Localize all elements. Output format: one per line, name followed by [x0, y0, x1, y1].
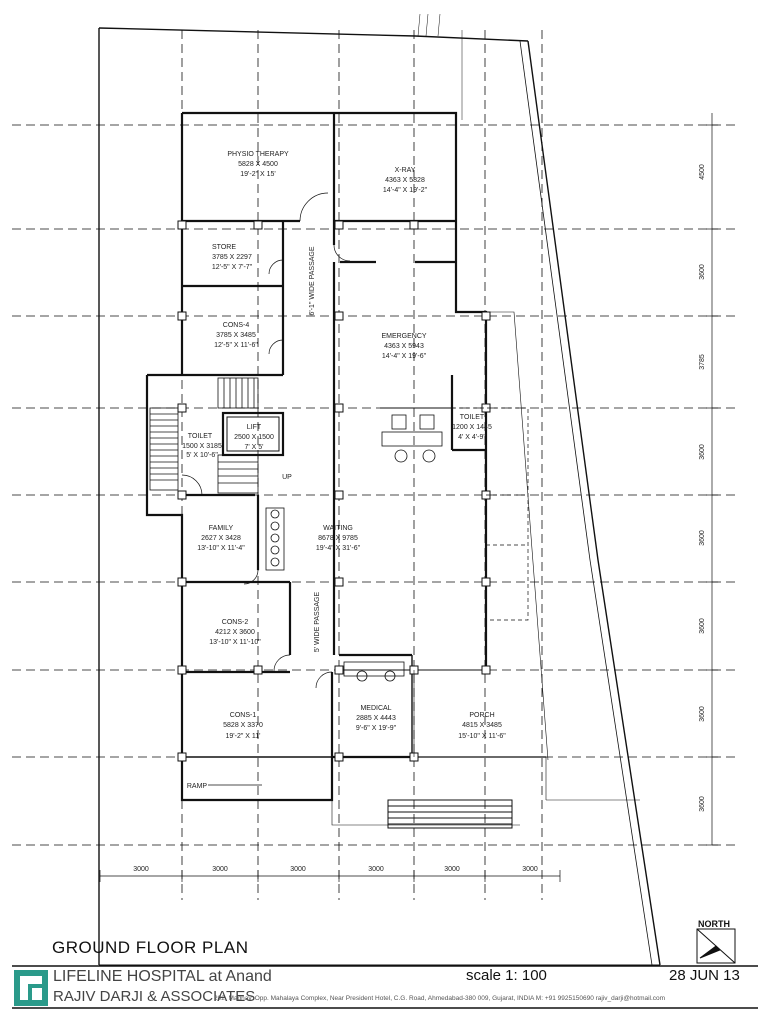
architect-address: 202, Madhav, Opp. Mahalaya Complex, Near… [214, 995, 666, 1002]
room-physio-therapy: PHYSIO THERAPY 5828 X 4500 19'-2" X 15' [227, 151, 289, 178]
room-xray: X-RAY 4363 X 5828 14'-4" X 19'-2" [383, 167, 428, 194]
svg-text:CONS-1: CONS-1 [230, 712, 257, 719]
room-waiting: WAITING 8678 X 9785 19'-4" X 31'-6" [316, 525, 361, 552]
ramp-label: RAMP [187, 783, 208, 790]
drawing-date: 28 JUN 13 [669, 967, 740, 984]
svg-text:2885 X 4443: 2885 X 4443 [356, 715, 396, 722]
room-store: STORE 3785 X 2297 12'-5" X 7'-7" [212, 244, 253, 271]
porch-outline [452, 407, 529, 621]
north-label: NORTH [698, 919, 730, 929]
svg-text:1500 X 3185: 1500 X 3185 [182, 443, 222, 450]
svg-text:5828 X 4500: 5828 X 4500 [238, 161, 278, 168]
room-family: FAMILY 2627 X 3428 13'-10" X 11'-4" [197, 525, 245, 552]
dim-h-5: 3000 [444, 866, 460, 873]
entrance-steps [387, 799, 513, 829]
svg-text:WAITING: WAITING [323, 525, 353, 532]
room-medical: MEDICAL 2885 X 4443 9'-6" X 19'-9" [356, 705, 397, 732]
svg-text:4363 X 5828: 4363 X 5828 [385, 177, 425, 184]
up-label: UP [282, 474, 292, 481]
svg-text:15'-10" X 11'-6": 15'-10" X 11'-6" [458, 733, 506, 740]
porch-boundary [331, 311, 640, 826]
room-cons-4: CONS-4 3785 X 3485 12'-5" X 11'-6" [214, 322, 258, 349]
svg-text:4363 X 5943: 4363 X 5943 [384, 343, 424, 350]
dim-v-7: 3600 [699, 706, 706, 722]
drawing-scale: scale 1: 100 [466, 967, 547, 984]
svg-text:CONS-2: CONS-2 [222, 619, 249, 626]
horizontal-dimension-labels: 3000 3000 3000 3000 3000 3000 [133, 866, 538, 873]
svg-text:14'-4" X 19'-6": 14'-4" X 19'-6" [382, 353, 427, 360]
svg-text:2500 X 1500: 2500 X 1500 [234, 434, 274, 441]
architect-logo-icon [14, 970, 48, 1006]
project-name: LIFELINE HOSPITAL at Anand [53, 968, 272, 985]
svg-text:12'-5" X 11'-6": 12'-5" X 11'-6" [214, 342, 258, 349]
svg-text:19'-2" X 11': 19'-2" X 11' [226, 733, 261, 740]
svg-text:5828 X 3370: 5828 X 3370 [223, 722, 263, 729]
dim-v-5: 3600 [699, 530, 706, 546]
dim-h-3: 3000 [290, 866, 306, 873]
room-cons-2: CONS-2 4212 X 3600 13'-10" X 11'-10" [209, 619, 261, 646]
svg-text:5' X 10'-6": 5' X 10'-6" [186, 452, 218, 459]
dim-h-1: 3000 [133, 866, 149, 873]
svg-text:9'-6" X 19'-9": 9'-6" X 19'-9" [356, 725, 397, 732]
svg-text:4815 X 3485: 4815 X 3485 [462, 722, 502, 729]
room-cons-1: CONS-1 5828 X 3370 19'-2" X 11' [223, 712, 263, 740]
room-toilet-1: TOILET 1500 X 3185 5' X 10'-6" [182, 433, 222, 459]
svg-text:14'-4" X 19'-2": 14'-4" X 19'-2" [383, 187, 428, 194]
north-arrow-icon [696, 928, 736, 964]
room-porch: PORCH 4815 X 3485 15'-10" X 11'-6" [458, 712, 506, 740]
dim-v-2: 3600 [699, 264, 706, 280]
dim-v-1: 4500 [699, 164, 706, 180]
svg-text:3785 X 2297: 3785 X 2297 [212, 254, 252, 261]
dim-h-4: 3000 [368, 866, 384, 873]
grid-lines [12, 13, 740, 900]
staircase [149, 377, 259, 494]
svg-text:PHYSIO THERAPY: PHYSIO THERAPY [227, 151, 289, 158]
room-emergency: EMERGENCY 4363 X 5943 14'-4" X 19'-6" [381, 333, 426, 360]
svg-text:13'-10" X 11'-10": 13'-10" X 11'-10" [209, 639, 261, 646]
room-lift: LIFT 2500 X 1500 7' X 5' [234, 424, 274, 451]
svg-text:2627 X 3428: 2627 X 3428 [201, 535, 241, 542]
svg-text:7' X 5': 7' X 5' [244, 444, 263, 451]
svg-text:4' X 4'-9": 4' X 4'-9" [458, 434, 486, 441]
svg-text:19'-4" X 31'-6": 19'-4" X 31'-6" [316, 545, 361, 552]
svg-text:8678 X 9785: 8678 X 9785 [318, 535, 358, 542]
plan-title: GROUND FLOOR PLAN [52, 938, 249, 957]
svg-text:3785 X 3485: 3785 X 3485 [216, 332, 256, 339]
passage-label-bottom: 5' WIDE PASSAGE [314, 592, 321, 653]
architect-name: RAJIV DARJI & ASSOCIATES [53, 988, 256, 1005]
svg-text:LIFT: LIFT [247, 424, 262, 431]
svg-text:13'-10" X 11'-4": 13'-10" X 11'-4" [197, 545, 245, 552]
dimension-lines [99, 113, 718, 882]
svg-text:STORE: STORE [212, 244, 236, 251]
dim-v-4: 3600 [699, 444, 706, 460]
svg-text:MEDICAL: MEDICAL [360, 705, 391, 712]
dim-v-3: 3785 [699, 354, 706, 370]
svg-text:X-RAY: X-RAY [395, 167, 416, 174]
svg-text:19'-2" X 15': 19'-2" X 15' [240, 171, 276, 178]
building-walls [145, 111, 546, 802]
svg-text:FAMILY: FAMILY [209, 525, 234, 532]
site-boundary [98, 27, 661, 966]
room-toilet-2: TOILET 1200 X 1445 4' X 4'-9" [452, 414, 492, 441]
title-block [12, 965, 758, 1009]
svg-text:12'-5" X 7'-7": 12'-5" X 7'-7" [212, 264, 253, 271]
svg-text:EMERGENCY: EMERGENCY [381, 333, 426, 340]
svg-text:CONS-4: CONS-4 [223, 322, 250, 329]
dim-h-2: 3000 [212, 866, 228, 873]
svg-text:TOILET: TOILET [460, 414, 485, 421]
dim-h-6: 3000 [522, 866, 538, 873]
vertical-dimension-labels: 4500 3600 3785 3600 3600 3600 3600 3600 [699, 164, 706, 812]
dim-v-8: 3600 [699, 796, 706, 812]
svg-text:4212 X 3600: 4212 X 3600 [215, 629, 255, 636]
svg-text:TOILET: TOILET [188, 433, 213, 440]
door-swings [181, 192, 351, 689]
waiting-chairs [265, 414, 443, 682]
svg-text:PORCH: PORCH [469, 712, 494, 719]
svg-text:1200 X 1445: 1200 X 1445 [452, 424, 492, 431]
passage-label-top: 6'-1" WIDE PASSAGE [309, 246, 316, 315]
dim-v-6: 3600 [699, 618, 706, 634]
